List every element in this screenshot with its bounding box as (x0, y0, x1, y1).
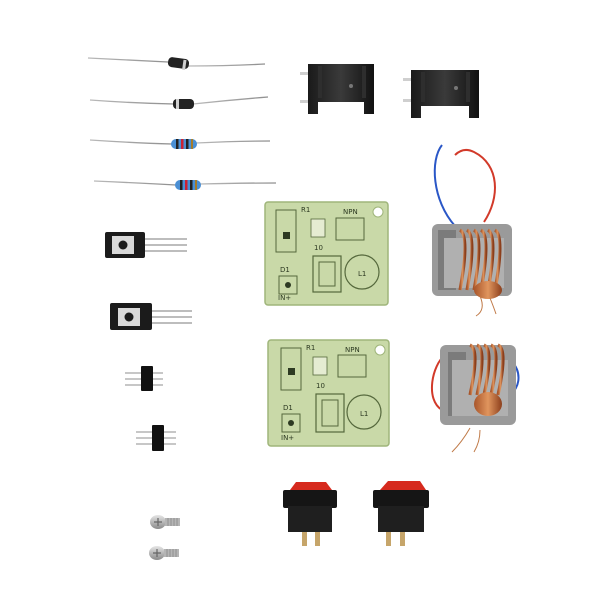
pcb-label-in: IN+ (278, 294, 291, 302)
transformer-top (432, 144, 512, 317)
pin-header-2 (136, 425, 176, 451)
pcb-label-l: L1 (360, 410, 368, 418)
pcb-label-r: R1 (306, 344, 315, 352)
transistor-1 (105, 232, 187, 258)
diode-2 (89, 96, 269, 109)
pcb-label-10: 10 (314, 244, 323, 252)
screw-2 (149, 546, 179, 560)
pcb-label-10: 10 (316, 382, 325, 390)
pcb-label-in: IN+ (281, 434, 294, 442)
pcb-label-d: D1 (280, 266, 290, 274)
rocker-switch-1 (283, 482, 337, 546)
resistor-2 (93, 180, 277, 190)
rocker-switch-2 (373, 481, 429, 546)
pcb-board-bottom: R1 NPN 10 L1 D1 IN+ (267, 339, 390, 447)
pcb-label-l: L1 (358, 270, 366, 278)
pin-header-1 (125, 366, 163, 391)
pcb-label-d: D1 (283, 404, 293, 412)
pcb-label-npn: NPN (345, 346, 360, 354)
screw-1 (150, 515, 180, 529)
diode-1 (87, 57, 266, 71)
heatsink-2 (403, 70, 479, 118)
heatsink-1 (300, 64, 374, 114)
pcb-label-npn: NPN (343, 208, 358, 216)
transformer-bottom (430, 343, 520, 453)
pcb-label-r: R1 (301, 206, 310, 214)
transistor-2 (110, 303, 192, 330)
pcb-board-top: R1 NPN 10 L1 D1 IN+ (264, 201, 389, 306)
resistor-1 (89, 139, 271, 149)
